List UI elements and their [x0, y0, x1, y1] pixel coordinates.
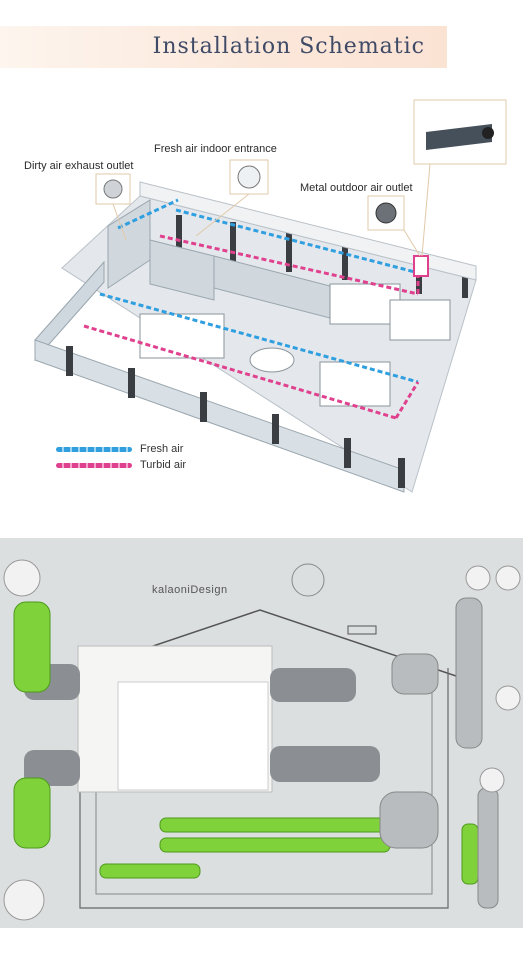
- turbid-air-duct: [83, 234, 420, 420]
- office-schematic: [34, 99, 507, 493]
- ventilator-unit: [413, 255, 429, 277]
- clock-icon: [291, 563, 325, 597]
- air-grilles: [3, 559, 521, 921]
- callout-label-dirty-exhaust: Dirty air exhaust outlet: [24, 160, 134, 172]
- workstations: [139, 283, 451, 407]
- page-title: Installation Schematic: [152, 34, 425, 59]
- title-banner: Installation Schematic: [0, 26, 447, 68]
- legend-fresh-label: Fresh air: [140, 443, 184, 455]
- manifolds: [379, 597, 499, 909]
- legend-turbid-label: Turbid air: [140, 459, 187, 471]
- installation-photo: kalaoniDesign: [0, 538, 523, 928]
- front-glass-wall: [34, 339, 405, 493]
- green-pipes: [13, 601, 479, 885]
- back-wall: [139, 181, 477, 281]
- callout-metal-outdoor: [367, 195, 421, 257]
- legend-fresh: Fresh air: [56, 443, 183, 455]
- callout-fresh-entrance: [195, 159, 269, 237]
- legend-fresh-swatch: [56, 446, 132, 452]
- callout-ventilator: [413, 99, 507, 257]
- brand-label: kalaoniDesign: [152, 584, 228, 596]
- installation-board: [0, 538, 523, 928]
- callout-label-metal-outdoor: Metal outdoor air outlet: [300, 182, 413, 194]
- callout-dirty-exhaust: [95, 173, 131, 241]
- legend-turbid-swatch: [56, 462, 132, 468]
- legend-turbid: Turbid air: [56, 459, 186, 471]
- callout-label-fresh-entrance: Fresh air indoor entrance: [154, 143, 277, 155]
- meeting-rooms: [107, 199, 331, 319]
